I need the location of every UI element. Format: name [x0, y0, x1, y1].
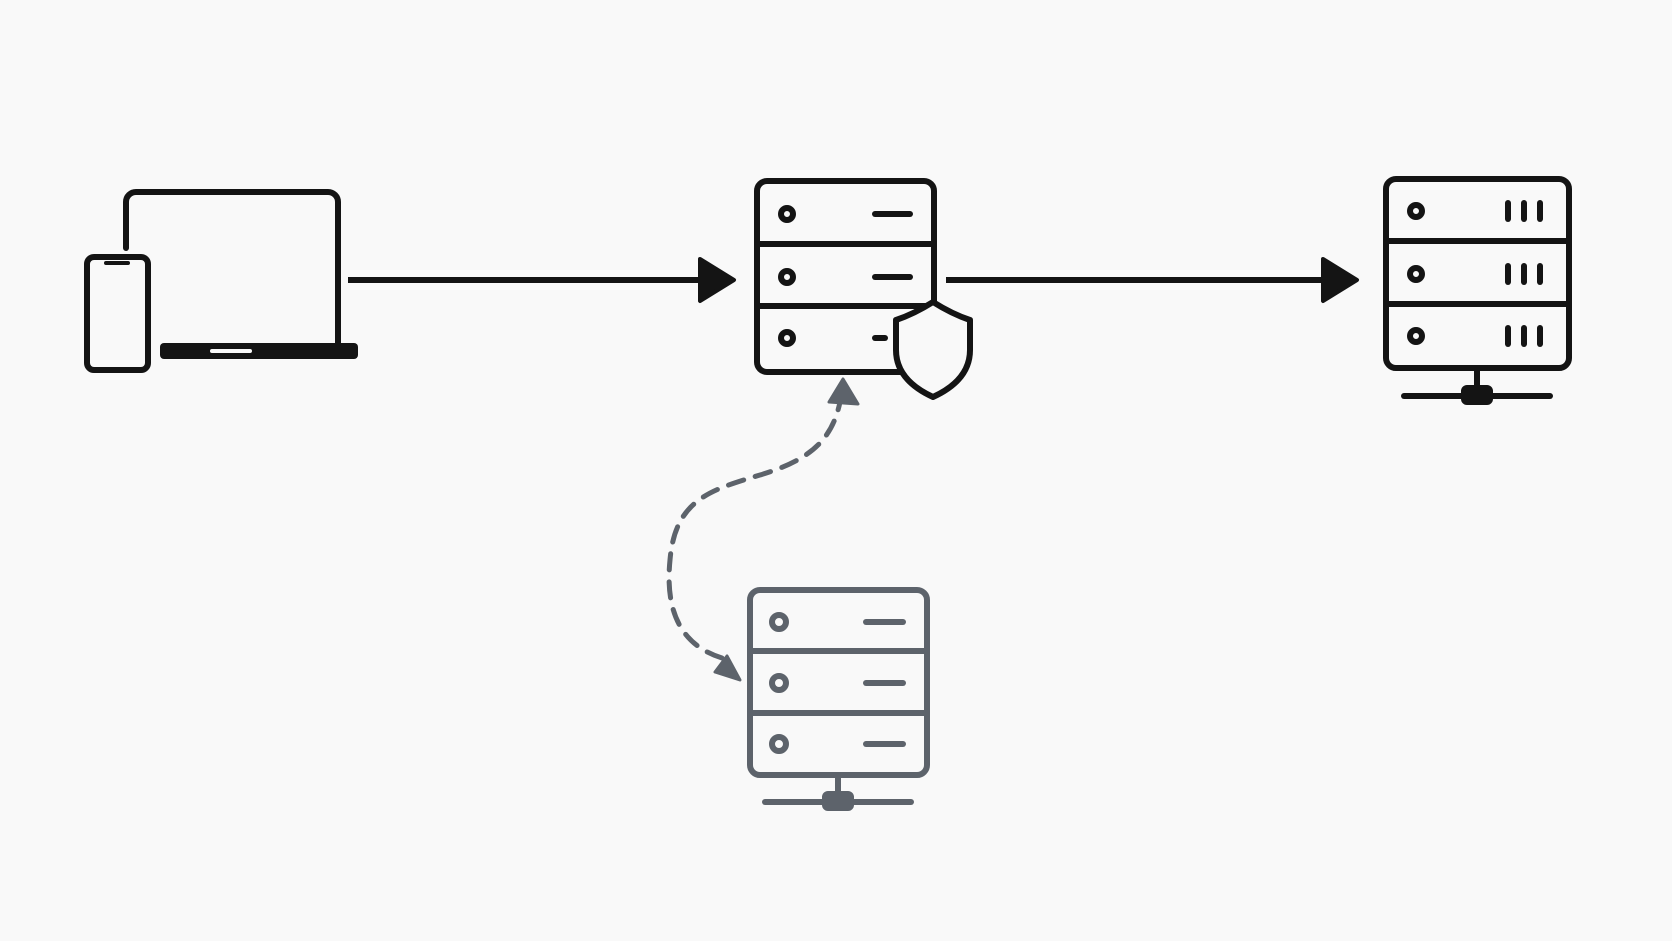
arrow-client-to-gateway: [348, 257, 736, 303]
arrow-gateway-to-destination: [946, 257, 1359, 303]
backup-server-icon: [747, 587, 930, 811]
arrowhead-right-icon: [713, 654, 742, 682]
client-devices-icon: [84, 189, 358, 373]
destination-server-icon: [1383, 176, 1572, 405]
dashed-link-backup-to-gateway: [666, 377, 860, 682]
shield-icon: [893, 299, 973, 400]
secure-server-icon: [754, 178, 973, 400]
laptop-icon: [123, 189, 358, 359]
arrowhead-up-icon: [827, 377, 860, 406]
phone-icon: [84, 254, 151, 373]
